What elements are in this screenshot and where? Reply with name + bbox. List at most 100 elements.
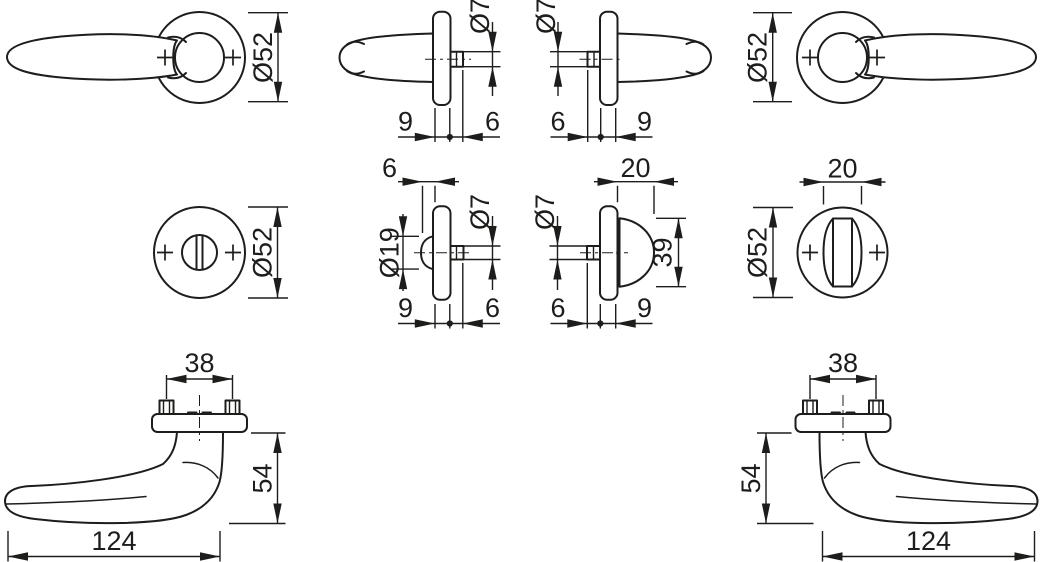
dim-label-turn-length: 39 <box>648 237 678 267</box>
dim-label-projection: 54 <box>248 463 278 493</box>
dim-chain-dot <box>597 133 604 141</box>
view-handle-front-right: Ø52 <box>743 11 1037 104</box>
lever-neck-detail <box>855 35 875 80</box>
dim-arrows <box>273 207 282 298</box>
screw-position-cross-marks <box>157 244 241 261</box>
view-handle-front-left: Ø52 <box>6 11 288 104</box>
screw-position-cross-marks <box>157 49 241 66</box>
dim-screw-spacing: 38 <box>165 348 234 399</box>
dim-label-screw-spacing: 38 <box>184 348 214 378</box>
neck-fold-line <box>182 461 219 479</box>
dim-chain-dot <box>446 133 453 141</box>
dim-label-rose-depth: 9 <box>398 107 413 137</box>
lever-neck-detail <box>167 35 187 80</box>
dim-label-rose-depth: 9 <box>637 107 652 137</box>
dim-arrows <box>414 132 483 142</box>
handle-plan-outline <box>818 431 1039 525</box>
dim-lines <box>550 263 653 329</box>
dim-arrows <box>567 132 636 142</box>
dim-turn-width: 20 <box>799 153 886 205</box>
dim-arrows <box>674 218 683 287</box>
view-wc-rose-side-left: 6 Ø19 Ø7 9 6 <box>375 153 501 329</box>
dim-turn-length: 39 <box>648 217 686 288</box>
dim-label-spindle-diameter: Ø7 <box>465 194 495 230</box>
dim-depth-chain: 9 6 <box>398 70 500 142</box>
dim-label-rose-depth: 9 <box>637 293 652 323</box>
dim-projection: 54 <box>736 432 814 525</box>
dim-spindle-diameter: Ø7 <box>531 0 588 96</box>
dim-lines <box>550 70 653 142</box>
dim-arrows <box>488 226 497 280</box>
dim-arrows <box>166 374 233 384</box>
dim-label-spindle-diameter: Ø7 <box>530 194 560 230</box>
screw-post-right <box>224 399 241 415</box>
dim-label-length: 124 <box>91 526 136 556</box>
dim-rose-diameter: Ø52 <box>743 206 793 299</box>
dim-projection: 54 <box>229 432 286 525</box>
view-handle-plan-left: 38 54 124 <box>4 348 286 562</box>
screw-post-left-detail <box>162 401 171 414</box>
dim-label-turn-width: 20 <box>827 153 857 183</box>
view-wc-rose-front-left: Ø52 <box>153 206 288 299</box>
release-button-outline <box>181 234 218 271</box>
rose-side-outline <box>432 10 452 107</box>
dim-spindle-diameter: Ø7 <box>530 194 587 290</box>
thumbturn-facets <box>832 217 853 288</box>
screw-post-left-detail <box>806 401 814 414</box>
dim-arrows <box>597 177 674 186</box>
dim-rose-diameter: Ø52 <box>248 12 288 103</box>
dim-arrows <box>553 226 562 280</box>
view-handle-plan-right: 38 54 124 <box>736 348 1039 562</box>
dim-depth-chain: 6 9 <box>550 263 653 329</box>
screw-post-right-detail <box>872 401 880 414</box>
view-handle-side-left: Ø7 9 6 <box>338 0 501 142</box>
dim-arrows <box>414 319 483 328</box>
dim-chain-dot <box>597 320 604 327</box>
dim-depth-chain: 9 6 <box>398 263 500 329</box>
lever-outline <box>6 33 178 81</box>
dim-arrows <box>567 319 636 328</box>
dim-label-rose-diameter: Ø52 <box>248 32 278 83</box>
dim-chain-dot <box>446 320 453 327</box>
dim-spindle-diameter: Ø7 <box>463 0 501 96</box>
view-handle-side-right: Ø7 6 9 <box>531 0 712 142</box>
dim-lines <box>398 263 500 329</box>
dim-label-length: 124 <box>906 526 951 556</box>
dim-length: 124 <box>7 526 221 562</box>
dim-lines <box>7 531 221 562</box>
dim-label-screw-spacing: 38 <box>828 348 858 378</box>
dim-screw-spacing: 38 <box>809 348 877 399</box>
dim-arrows <box>488 31 497 87</box>
dim-arrows <box>553 31 563 87</box>
screw-post-right <box>868 399 884 415</box>
screw-position-cross-marks <box>802 49 885 66</box>
dim-lines <box>799 181 886 205</box>
dim-rose-diameter: Ø52 <box>743 12 792 103</box>
grip-outline <box>616 32 712 83</box>
dim-depth-chain: 6 9 <box>550 70 653 142</box>
dim-length: 124 <box>821 526 1036 562</box>
dim-label-spindle-projection: 6 <box>485 107 500 137</box>
thumbturn-side <box>618 217 655 288</box>
dim-label-turn-projection: 20 <box>620 153 650 183</box>
dim-arrows <box>273 433 282 524</box>
dim-arrows <box>810 374 876 384</box>
grip-contour-line <box>5 495 147 505</box>
dim-label-rose-diameter: Ø52 <box>248 227 278 278</box>
dim-label-rose-diameter: Ø52 <box>743 227 773 278</box>
screw-post-left <box>158 399 175 415</box>
lever-outline <box>864 33 1037 81</box>
dim-rose-diameter: Ø52 <box>248 206 288 299</box>
dim-arrows <box>398 216 408 290</box>
handle-boss-outline <box>817 32 868 83</box>
dim-release-diameter: Ø19 <box>375 214 419 291</box>
thumbturn-front <box>822 217 863 288</box>
dim-label-rose-depth: 9 <box>398 293 413 323</box>
dim-label-release-projection: 6 <box>382 153 397 183</box>
dim-arrows <box>768 12 777 102</box>
dim-turn-projection: 20 <box>594 153 678 214</box>
handle-plan-outline <box>4 431 224 525</box>
grip-end-detail <box>685 40 705 75</box>
dim-release-projection: 6 <box>382 153 459 233</box>
